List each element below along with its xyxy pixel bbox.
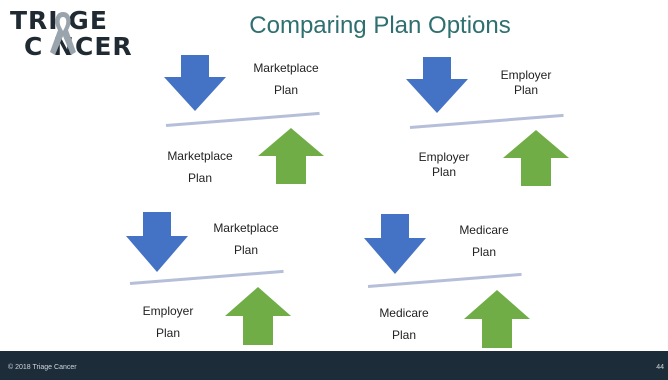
arrow-down-icon bbox=[406, 57, 468, 113]
arrow-down-icon bbox=[164, 55, 226, 111]
comparison-3-bottom-label: Employer Plan bbox=[118, 300, 218, 344]
arrow-up-icon bbox=[258, 128, 324, 184]
comparison-3-top-label: Marketplace Plan bbox=[196, 217, 296, 261]
comparison-1-bottom-label-line1: Marketplace bbox=[167, 149, 233, 163]
comparison-1-top-label: Marketplace Plan bbox=[236, 57, 336, 101]
copyright-text: © 2018 Triage Cancer bbox=[8, 364, 77, 371]
awareness-ribbon-icon bbox=[50, 12, 76, 55]
comparison-2-top-label: Employer Plan bbox=[476, 68, 576, 98]
comparison-4-top-label-line2: Plan bbox=[471, 245, 497, 259]
comparison-1-bottom-label-line2: Plan bbox=[187, 171, 213, 185]
comparison-3-bottom-label-line2: Plan bbox=[155, 326, 181, 340]
comparison-3-bottom-label-line1: Employer bbox=[142, 304, 194, 318]
arrow-up-icon bbox=[225, 287, 291, 345]
comparison-1-top-label-line2: Plan bbox=[273, 83, 299, 97]
comparison-2-bottom-label: Employer Plan bbox=[394, 150, 494, 180]
comparison-1-bottom-label: Marketplace Plan bbox=[150, 145, 250, 189]
arrow-up-icon bbox=[503, 130, 569, 186]
comparison-1-top-label-line1: Marketplace bbox=[253, 61, 319, 75]
balance-bar-1 bbox=[165, 111, 320, 127]
arrow-down-icon bbox=[364, 214, 426, 274]
triage-cancer-logo: TRI GE C NCER bbox=[10, 6, 160, 66]
comparison-4-top-label: Medicare Plan bbox=[434, 219, 534, 263]
comparison-2-bottom-label-line2: Plan bbox=[431, 165, 457, 179]
comparison-4-bottom-label-line1: Medicare bbox=[379, 306, 429, 320]
comparison-3-top-label-line2: Plan bbox=[233, 243, 259, 257]
comparison-2-top-label-line1: Employer bbox=[500, 68, 552, 82]
footer-bar: © 2018 Triage Cancer 44 bbox=[0, 351, 668, 380]
comparison-4-bottom-label: Medicare Plan bbox=[354, 302, 454, 346]
comparison-4-bottom-label-line2: Plan bbox=[391, 328, 417, 342]
slide-title: Comparing Plan Options bbox=[249, 12, 511, 39]
logo-text-line2: C NCER bbox=[24, 32, 133, 61]
comparison-2-top-label-line2: Plan bbox=[513, 83, 539, 97]
comparison-4-top-label-line1: Medicare bbox=[459, 223, 509, 237]
comparison-2-bottom-label-line1: Employer bbox=[418, 150, 470, 164]
arrow-up-icon bbox=[464, 290, 530, 348]
balance-bar-4 bbox=[367, 272, 522, 288]
balance-bar-2 bbox=[409, 113, 564, 129]
page-number: 44 bbox=[656, 364, 664, 371]
arrow-down-icon bbox=[126, 212, 188, 272]
balance-bar-3 bbox=[129, 269, 284, 285]
comparison-3-top-label-line1: Marketplace bbox=[213, 221, 279, 235]
